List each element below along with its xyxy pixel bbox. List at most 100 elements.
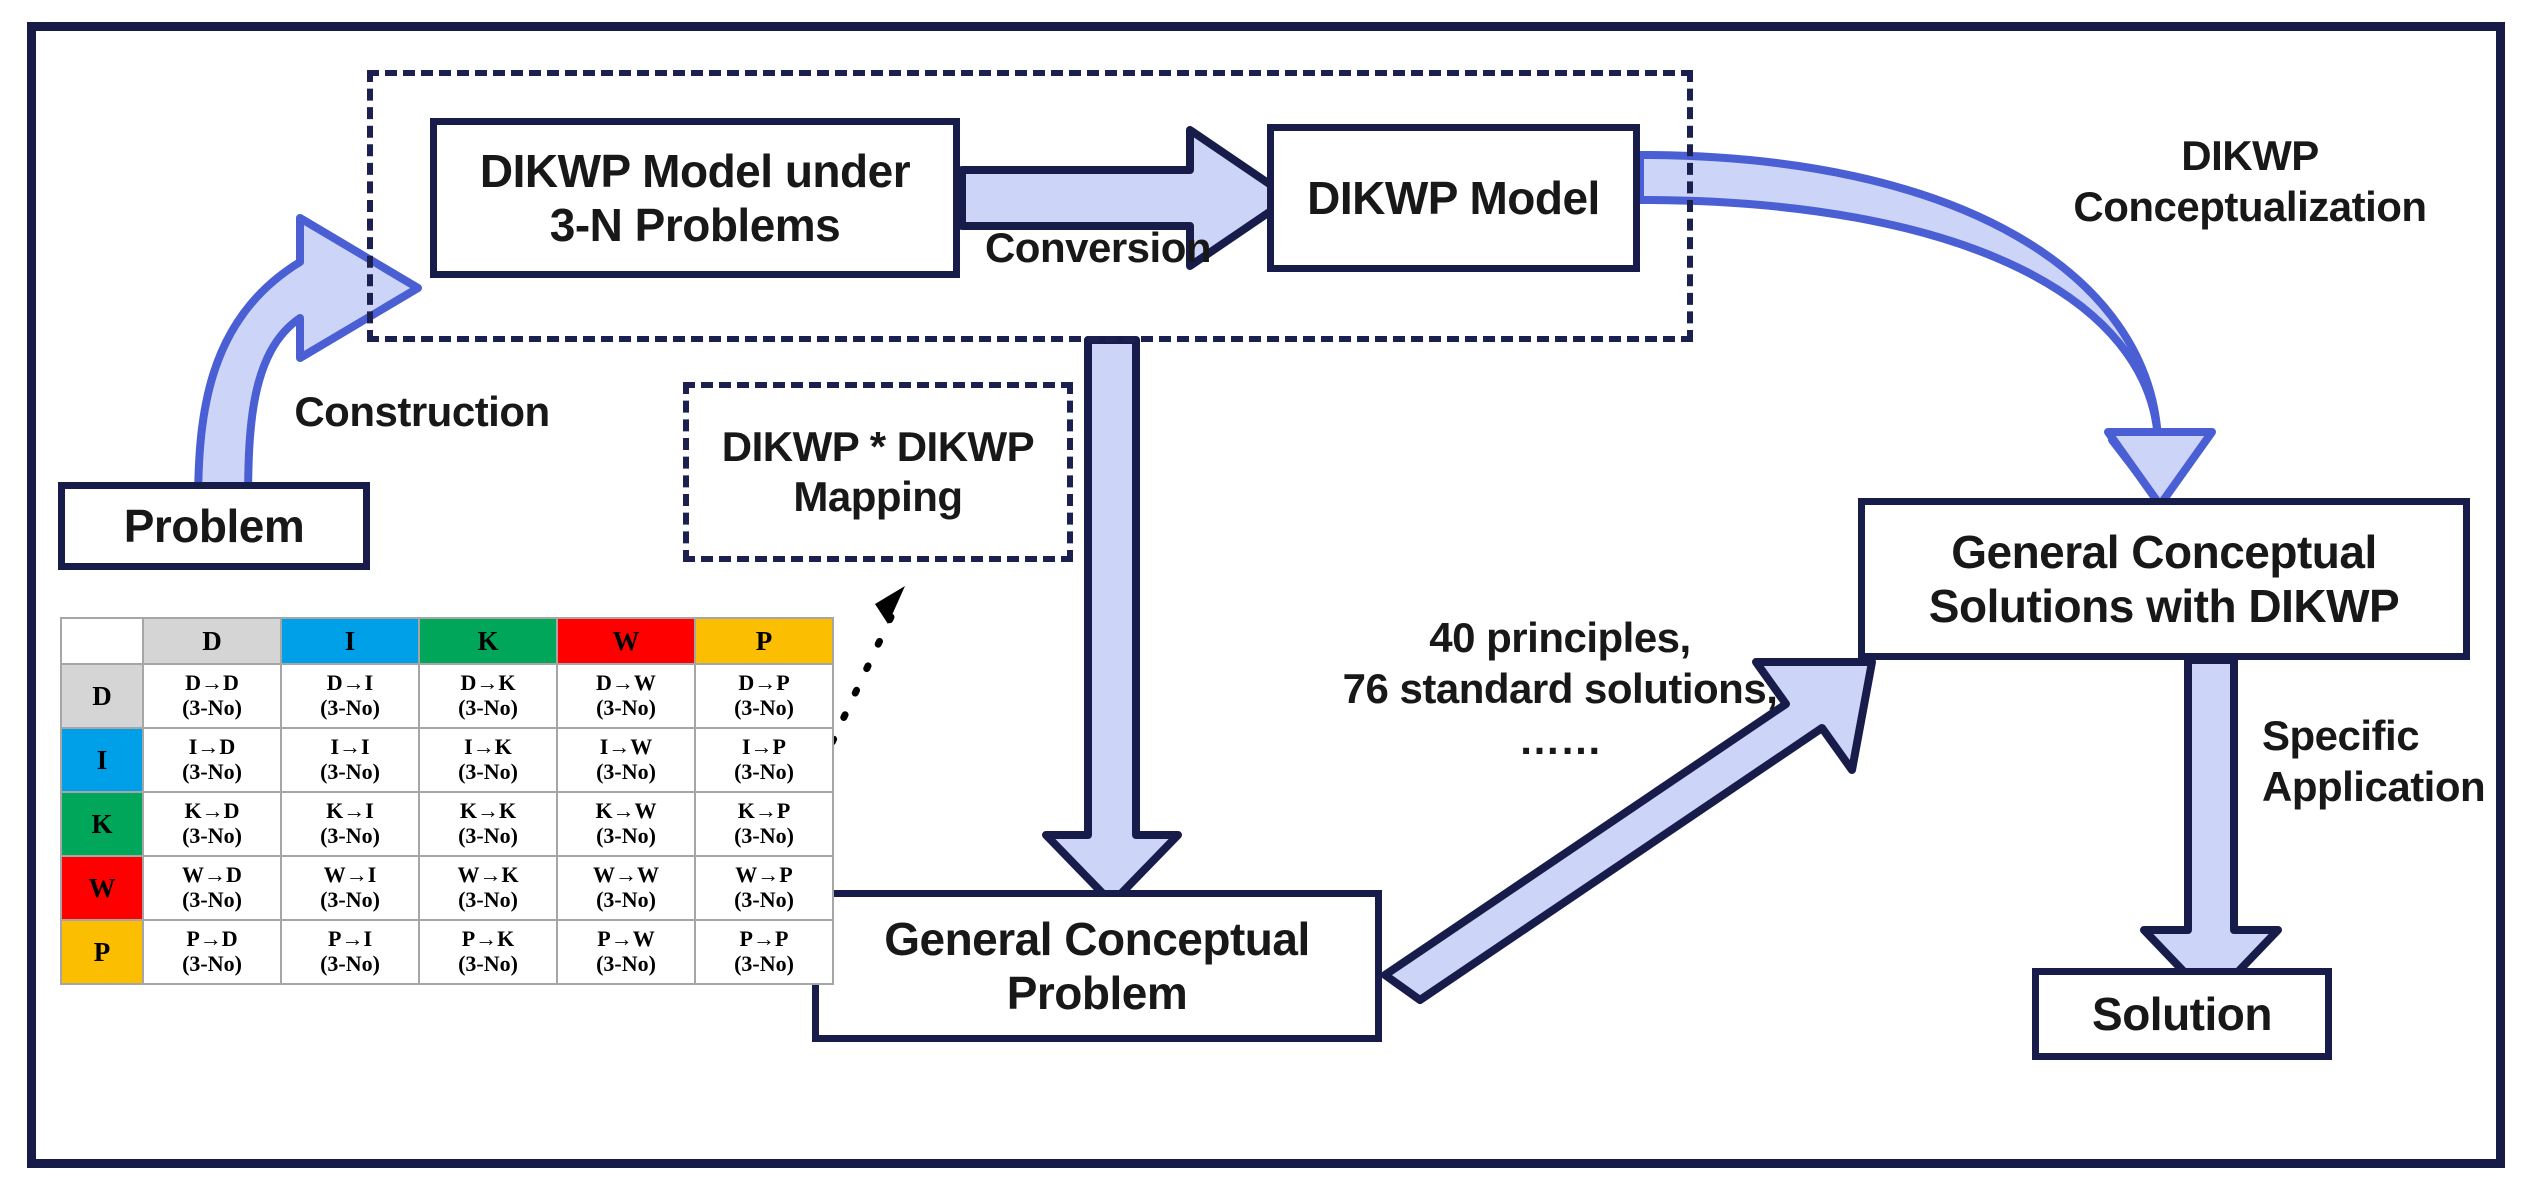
matrix-cell-mapping: W→K xyxy=(457,862,519,888)
matrix-cell-suffix: (3-No) xyxy=(182,695,242,720)
matrix-cell-i-w: I→W(3-No) xyxy=(556,727,696,793)
matrix-cell-suffix: (3-No) xyxy=(458,695,518,720)
matrix-cell-mapping: I→P xyxy=(742,734,786,760)
matrix-cell-k-d: K→D(3-No) xyxy=(142,791,282,857)
matrix-row-header-p: P xyxy=(60,919,144,985)
matrix-row-header-i: I xyxy=(60,727,144,793)
matrix-corner-cell xyxy=(60,617,144,665)
matrix-cell-d-w: D→W(3-No) xyxy=(556,663,696,729)
matrix-cell-i-p: I→P(3-No) xyxy=(694,727,834,793)
matrix-cell-k-w: K→W(3-No) xyxy=(556,791,696,857)
matrix-cell-suffix: (3-No) xyxy=(596,759,656,784)
matrix-cell-mapping: P→W xyxy=(597,926,655,952)
matrix-cell-suffix: (3-No) xyxy=(320,759,380,784)
matrix-cell-mapping: K→D xyxy=(184,798,240,824)
matrix-cell-mapping: D→I xyxy=(326,670,374,696)
matrix-cell-mapping: K→K xyxy=(459,798,517,824)
matrix-cell-w-w: W→W(3-No) xyxy=(556,855,696,921)
matrix-cell-mapping: D→D xyxy=(185,670,239,696)
matrix-cell-i-i: I→I(3-No) xyxy=(280,727,420,793)
matrix-cell-w-k: W→K(3-No) xyxy=(418,855,558,921)
matrix-cell-mapping: K→I xyxy=(326,798,374,824)
node-solution[interactable]: Solution xyxy=(2032,968,2332,1060)
matrix-cell-suffix: (3-No) xyxy=(734,951,794,976)
matrix-cell-k-k: K→K(3-No) xyxy=(418,791,558,857)
matrix-cell-d-p: D→P(3-No) xyxy=(694,663,834,729)
matrix-cell-mapping: I→K xyxy=(464,734,512,760)
matrix-cell-mapping: I→I xyxy=(330,734,370,760)
matrix-cell-mapping: P→K xyxy=(461,926,515,952)
node-dikwp-model[interactable]: DIKWP Model xyxy=(1267,124,1640,272)
matrix-cell-suffix: (3-No) xyxy=(734,759,794,784)
matrix-cell-mapping: P→D xyxy=(186,926,238,952)
matrix-cell-mapping: W→I xyxy=(323,862,377,888)
matrix-cell-suffix: (3-No) xyxy=(320,823,380,848)
edge-label-construction: Construction xyxy=(294,388,550,435)
matrix-cell-suffix: (3-No) xyxy=(182,759,242,784)
matrix-cell-mapping: D→P xyxy=(738,670,790,696)
matrix-cell-suffix: (3-No) xyxy=(596,695,656,720)
matrix-cell-w-i: W→I(3-No) xyxy=(280,855,420,921)
edge-label-principles-and-standard-solutions: 40 principles, 76 standard solutions, …… xyxy=(1342,614,1778,764)
matrix-cell-mapping: I→W xyxy=(599,734,653,760)
matrix-cell-k-p: K→P(3-No) xyxy=(694,791,834,857)
matrix-cell-mapping: D→K xyxy=(460,670,516,696)
matrix-cell-mapping: P→P xyxy=(739,926,789,952)
edge-label-dikwp-conceptualization: DIKWP Conceptualization xyxy=(2073,132,2427,231)
matrix-cell-suffix: (3-No) xyxy=(320,695,380,720)
matrix-cell-suffix: (3-No) xyxy=(182,951,242,976)
matrix-cell-d-i: D→I(3-No) xyxy=(280,663,420,729)
matrix-row-header-k: K xyxy=(60,791,144,857)
matrix-cell-d-d: D→D(3-No) xyxy=(142,663,282,729)
matrix-cell-suffix: (3-No) xyxy=(182,823,242,848)
matrix-cell-i-d: I→D(3-No) xyxy=(142,727,282,793)
matrix-cell-mapping: K→P xyxy=(737,798,791,824)
node-general-conceptual-solutions-with-dikwp[interactable]: General Conceptual Solutions with DIKWP xyxy=(1858,498,2470,660)
matrix-cell-p-p: P→P(3-No) xyxy=(694,919,834,985)
matrix-cell-suffix: (3-No) xyxy=(596,951,656,976)
matrix-cell-suffix: (3-No) xyxy=(458,951,518,976)
dikwp-dikwp-mapping-label: DIKWP * DIKWP Mapping xyxy=(721,422,1035,520)
matrix-cell-p-i: P→I(3-No) xyxy=(280,919,420,985)
matrix-cell-mapping: W→P xyxy=(735,862,793,888)
matrix-col-header-k: K xyxy=(418,617,558,665)
node-problem[interactable]: Problem xyxy=(58,482,370,570)
matrix-cell-mapping: D→W xyxy=(596,670,656,696)
matrix-cell-mapping: W→D xyxy=(182,862,242,888)
matrix-row-header-w: W xyxy=(60,855,144,921)
matrix-cell-suffix: (3-No) xyxy=(734,887,794,912)
matrix-cell-d-k: D→K(3-No) xyxy=(418,663,558,729)
matrix-cell-p-k: P→K(3-No) xyxy=(418,919,558,985)
matrix-cell-suffix: (3-No) xyxy=(458,759,518,784)
matrix-col-header-p: P xyxy=(694,617,834,665)
dikwp-dikwp-mapping-box[interactable] xyxy=(683,382,1073,562)
matrix-cell-suffix: (3-No) xyxy=(458,887,518,912)
dikwp-model-group-container xyxy=(367,70,1693,342)
node-general-conceptual-problem[interactable]: General Conceptual Problem xyxy=(812,890,1382,1042)
matrix-col-header-i: I xyxy=(280,617,420,665)
matrix-cell-mapping: W→W xyxy=(593,862,659,888)
matrix-cell-mapping: I→D xyxy=(188,734,236,760)
matrix-cell-w-d: W→D(3-No) xyxy=(142,855,282,921)
matrix-cell-suffix: (3-No) xyxy=(320,951,380,976)
edge-label-conversion: Conversion xyxy=(984,224,1212,271)
matrix-cell-suffix: (3-No) xyxy=(734,695,794,720)
matrix-cell-suffix: (3-No) xyxy=(734,823,794,848)
matrix-cell-suffix: (3-No) xyxy=(596,887,656,912)
matrix-col-header-w: W xyxy=(556,617,696,665)
matrix-row-header-d: D xyxy=(60,663,144,729)
matrix-cell-suffix: (3-No) xyxy=(320,887,380,912)
node-dikwp-model-under-3n-problems[interactable]: DIKWP Model under 3-N Problems xyxy=(430,118,960,278)
matrix-cell-suffix: (3-No) xyxy=(182,887,242,912)
edge-label-specific-application: Specific Application xyxy=(2262,712,2486,811)
outer-frame xyxy=(27,22,2505,1168)
matrix-cell-p-w: P→W(3-No) xyxy=(556,919,696,985)
matrix-cell-suffix: (3-No) xyxy=(458,823,518,848)
